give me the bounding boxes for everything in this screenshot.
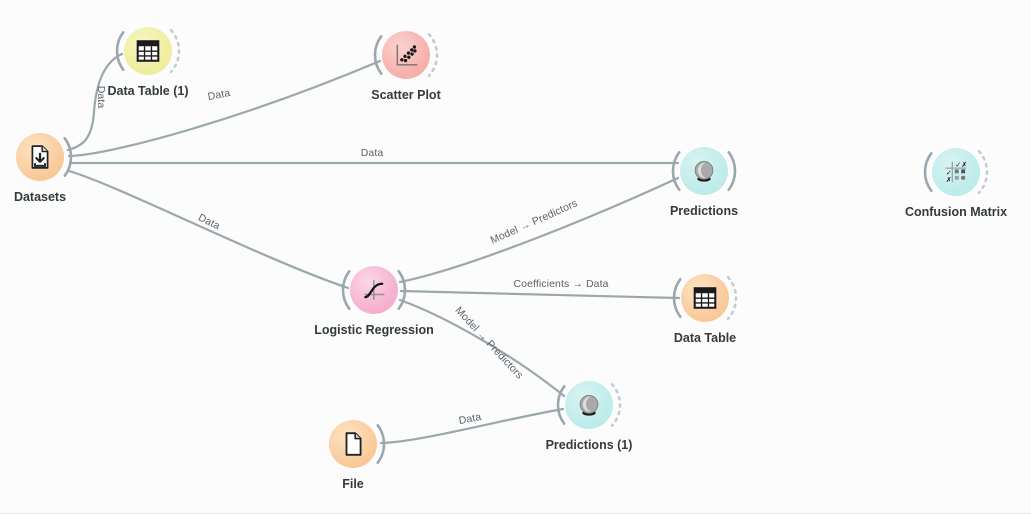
input-port-confusion-matrix[interactable] — [923, 152, 933, 192]
wire-link-logisticregression-predictions1[interactable] — [398, 298, 566, 398]
wire-link-logisticregression-predictions[interactable] — [398, 176, 680, 284]
sink-indicator-data-table — [726, 275, 738, 321]
node-circle-file[interactable] — [329, 420, 377, 468]
input-port-data-table-1[interactable] — [115, 31, 125, 71]
svg-text:✓: ✓ — [955, 162, 961, 169]
node-circle-data-table-1[interactable] — [124, 27, 172, 75]
wire-link-datasets-scatterplot[interactable] — [67, 59, 382, 158]
node-predictions[interactable]: Predictions — [644, 147, 764, 219]
node-label-scatter-plot: Scatter Plot — [371, 88, 441, 102]
node-label-data-table-1: Data Table (1) — [107, 84, 189, 98]
output-port-logistic-regression[interactable] — [397, 270, 407, 310]
node-label-predictions-1: Predictions (1) — [545, 438, 633, 452]
confusion-matrix-icon: ✓ ✗ ✓ ✗ — [943, 159, 969, 185]
sink-indicator-confusion-matrix — [977, 149, 989, 195]
node-label-datasets: Datasets — [13, 190, 67, 204]
sigmoid-curve-icon — [361, 277, 387, 303]
svg-text:✓: ✓ — [946, 170, 952, 177]
output-port-datasets[interactable] — [63, 137, 73, 177]
node-label-confusion-matrix: Confusion Matrix — [904, 205, 1008, 219]
node-circle-logistic-regression[interactable] — [350, 266, 398, 314]
wire-link-file-predictions1[interactable] — [379, 407, 565, 445]
table-grid-icon — [692, 285, 718, 311]
node-logistic-regression[interactable]: Logistic Regression — [314, 266, 434, 338]
node-label-data-table: Data Table — [673, 331, 737, 345]
node-file[interactable]: File — [293, 420, 413, 492]
node-label-logistic-regression: Logistic Regression — [314, 323, 434, 337]
input-port-predictions[interactable] — [671, 151, 681, 191]
node-predictions-1[interactable]: Predictions (1) — [529, 381, 649, 453]
scatter-plot-icon — [393, 42, 419, 68]
input-port-logistic-regression[interactable] — [341, 270, 351, 310]
node-circle-scatter-plot[interactable] — [382, 31, 430, 79]
node-confusion-matrix[interactable]: ✓ ✗ ✓ ✗ Confusion Matrix — [896, 148, 1016, 220]
document-download-icon — [27, 144, 53, 170]
table-grid-icon — [135, 38, 161, 64]
node-label-predictions: Predictions — [669, 204, 739, 218]
node-data-table[interactable]: Data Table — [645, 274, 765, 346]
node-datasets[interactable]: Datasets — [0, 133, 100, 205]
input-port-predictions-1[interactable] — [556, 385, 566, 425]
document-icon — [340, 431, 366, 457]
wire-link-datasets-logisticregression[interactable] — [67, 169, 350, 290]
sink-indicator-data-table-1 — [169, 28, 181, 74]
node-circle-data-table[interactable] — [681, 274, 729, 322]
node-label-file: File — [342, 477, 364, 491]
svg-text:✗: ✗ — [946, 176, 952, 184]
node-circle-predictions[interactable] — [680, 147, 728, 195]
node-data-table-1[interactable]: Data Table (1) — [88, 27, 208, 99]
svg-text:✗: ✗ — [961, 161, 967, 169]
input-port-data-table[interactable] — [672, 278, 682, 318]
wire-link-datasets-datatable1[interactable] — [66, 52, 124, 152]
sink-indicator-scatter-plot — [427, 32, 439, 78]
sink-indicator-predictions-1 — [610, 382, 622, 428]
output-port-file[interactable] — [376, 424, 386, 464]
output-port-predictions[interactable] — [727, 151, 737, 191]
node-circle-predictions-1[interactable] — [565, 381, 613, 429]
wire-link-logisticregression-datatable[interactable] — [399, 289, 681, 300]
crystal-ball-icon — [691, 158, 717, 184]
crystal-ball-icon — [576, 392, 602, 418]
node-scatter-plot[interactable]: Scatter Plot — [346, 31, 466, 103]
input-port-scatter-plot[interactable] — [373, 35, 383, 75]
node-circle-datasets[interactable] — [16, 133, 64, 181]
node-circle-confusion-matrix[interactable]: ✓ ✗ ✓ ✗ — [932, 148, 980, 196]
